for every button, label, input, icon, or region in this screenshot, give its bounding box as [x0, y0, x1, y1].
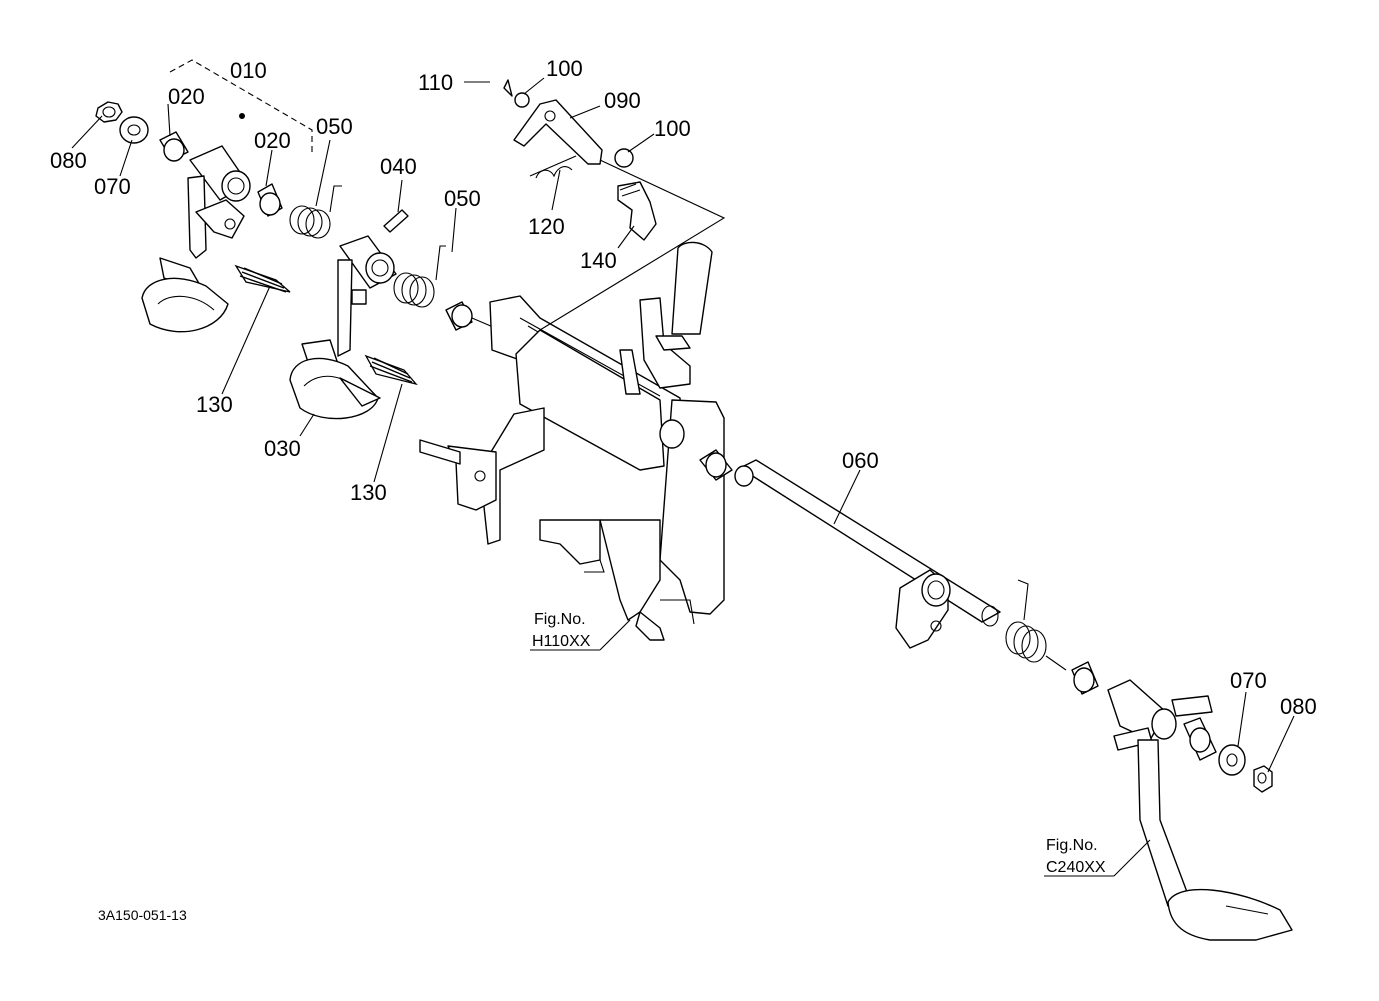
callout-090: 090 — [604, 88, 641, 113]
drawing-code: 3A150-051-13 — [98, 907, 187, 923]
reference-c240xx: Fig.No. C240XX — [1046, 837, 1106, 876]
assembly-leaders — [539, 159, 726, 331]
callout-050: 050 — [444, 186, 481, 211]
washer-070 — [1218, 744, 1246, 776]
reference-h110xx: Fig.No. H110XX — [532, 611, 591, 650]
pin-040 — [383, 209, 409, 233]
callout-leaders — [71, 77, 1295, 877]
return-spring-050 — [289, 185, 342, 239]
reference-underlines — [530, 649, 1114, 877]
callout-130: 130 — [196, 392, 233, 417]
callout-080: 080 — [1280, 694, 1317, 719]
callout-140: 140 — [580, 248, 617, 273]
reference-figure: H110XX — [532, 633, 591, 650]
reference-label: Fig.No. — [1046, 837, 1098, 854]
clutch-pedal-c240xx — [1107, 679, 1293, 941]
reference-label: Fig.No. — [534, 611, 586, 628]
callout-labels: 010 020 020 050 040 050 080 070 130 030 … — [50, 56, 1317, 719]
callout-050: 050 — [316, 114, 353, 139]
callout-110: 110 — [418, 70, 453, 95]
callout-020: 020 — [168, 84, 205, 109]
frame-bracket-h110xx — [419, 241, 725, 641]
return-spring-050 — [393, 245, 446, 308]
callout-070: 070 — [1230, 668, 1267, 693]
callout-100: 100 — [546, 56, 583, 81]
callout-080: 080 — [50, 148, 87, 173]
callout-030: 030 — [264, 436, 301, 461]
left-brake-pedal — [95, 101, 291, 333]
callout-040: 040 — [380, 154, 417, 179]
bushing-020 — [257, 183, 283, 217]
right-brake-pedal-030 — [289, 235, 418, 420]
assembly-bracket-010 — [169, 59, 313, 152]
bushing — [1071, 661, 1099, 695]
bushing — [445, 301, 501, 331]
return-spring — [1005, 579, 1067, 671]
callout-010: 010 — [230, 58, 267, 83]
callout-130: 130 — [350, 480, 387, 505]
retaining-clip-080 — [1253, 765, 1273, 793]
cross-shaft-060 — [699, 449, 1001, 649]
reference-figure: C240XX — [1046, 859, 1106, 876]
lock-lever-090 — [503, 79, 657, 241]
callout-120: 120 — [528, 214, 565, 239]
callout-070: 070 — [94, 174, 131, 199]
callout-060: 060 — [842, 448, 879, 473]
callout-100: 100 — [654, 116, 691, 141]
callout-020: 020 — [254, 128, 291, 153]
